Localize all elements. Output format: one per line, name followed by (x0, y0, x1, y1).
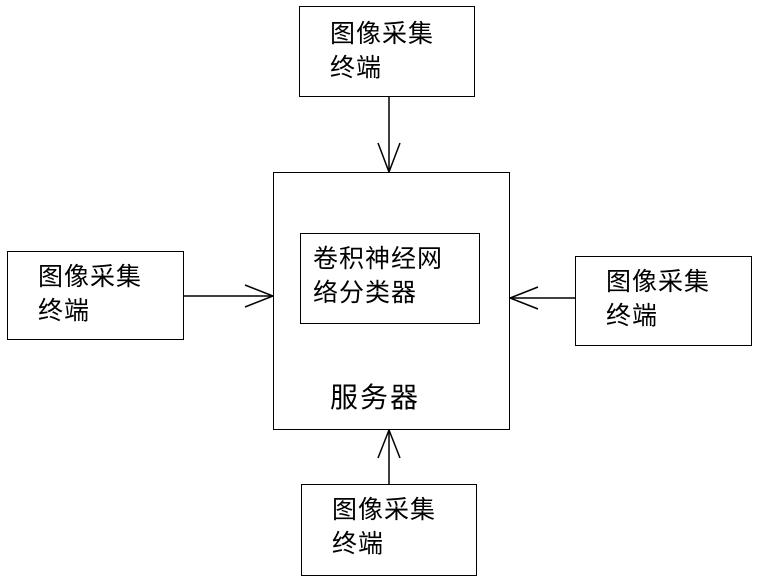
server-label: 服务器 (330, 381, 420, 415)
terminal-label: 图像采集 终端 (332, 493, 436, 561)
cnn-classifier-label: 卷积神经网 络分类器 (313, 242, 443, 310)
terminal-label: 图像采集 终端 (606, 265, 710, 333)
image-capture-terminal-bottom: 图像采集 终端 (301, 484, 477, 576)
terminal-label: 图像采集 终端 (330, 17, 434, 85)
arrow-left-to-server (184, 285, 273, 307)
arrow-bottom-to-server (378, 430, 400, 484)
image-capture-terminal-top: 图像采集 终端 (299, 6, 475, 97)
arrow-right-to-server (510, 287, 575, 309)
terminal-label: 图像采集 终端 (38, 260, 142, 328)
image-capture-terminal-right: 图像采集 终端 (575, 256, 752, 346)
arrow-top-to-server (378, 97, 400, 172)
cnn-classifier-box: 卷积神经网 络分类器 (300, 233, 480, 324)
server-box: 卷积神经网 络分类器 服务器 (273, 172, 510, 430)
image-capture-terminal-left: 图像采集 终端 (7, 251, 184, 340)
